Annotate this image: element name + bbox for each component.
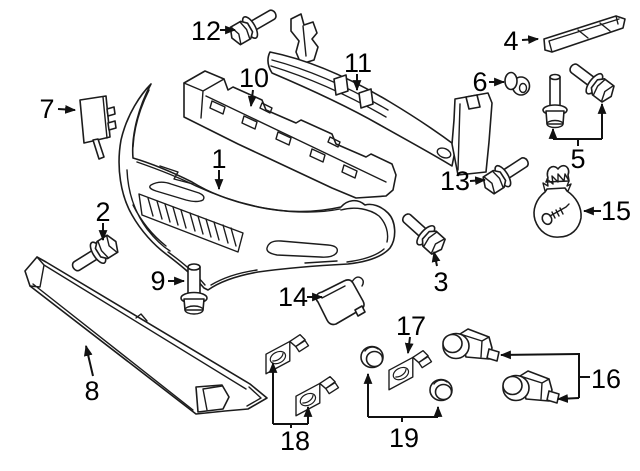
part-bumper-cover bbox=[118, 83, 396, 291]
part-sensor-1 bbox=[442, 328, 500, 362]
part-sensor-2 bbox=[502, 370, 560, 404]
part-hardware-bag bbox=[533, 164, 582, 238]
callout-17-label: 17 bbox=[396, 311, 426, 341]
callout-11: 11 bbox=[344, 48, 372, 92]
part-energy-absorber bbox=[183, 70, 397, 199]
callout-13-arrow bbox=[469, 176, 487, 186]
callout-11-label: 11 bbox=[344, 48, 372, 78]
callout-13-label: 13 bbox=[440, 166, 470, 196]
part-bolt-12 bbox=[225, 1, 282, 50]
callout-3-arrow bbox=[431, 250, 441, 267]
callout-15: 15 bbox=[582, 196, 631, 226]
part-lower-grille bbox=[24, 256, 268, 415]
callout-4-label: 4 bbox=[503, 26, 518, 56]
callout-14-label: 14 bbox=[278, 282, 308, 312]
callout-18: 18 bbox=[268, 361, 313, 456]
part-stud-screw bbox=[180, 263, 208, 315]
callout-5: 5 bbox=[548, 102, 607, 174]
callout-5-bracket bbox=[553, 138, 602, 146]
callout-10-label: 10 bbox=[239, 63, 269, 93]
callout-10-arrow bbox=[247, 89, 257, 108]
callout-13: 13 bbox=[440, 166, 487, 196]
callout-19: 19 bbox=[363, 372, 443, 453]
callout-9-label: 9 bbox=[150, 266, 165, 296]
callout-4-arrow bbox=[521, 35, 540, 45]
callout-18-bracket bbox=[273, 423, 308, 428]
callout-16-arrow-a bbox=[499, 350, 580, 360]
callout-8-label: 8 bbox=[84, 376, 99, 406]
callout-18-label: 18 bbox=[280, 426, 310, 456]
part-sight-shield bbox=[543, 15, 626, 53]
callout-15-label: 15 bbox=[601, 196, 631, 226]
part-rivet-nut bbox=[504, 71, 531, 96]
callout-2-label: 2 bbox=[95, 197, 110, 227]
callout-3-label: 3 bbox=[433, 267, 448, 297]
callout-19-bracket bbox=[368, 416, 438, 422]
callout-19-label: 19 bbox=[389, 423, 419, 453]
callout-7: 7 bbox=[39, 94, 77, 124]
callout-16-bracket bbox=[578, 353, 590, 398]
callout-6-label: 6 bbox=[472, 67, 487, 97]
callout-8-arrow bbox=[83, 344, 94, 377]
part-access-cover bbox=[79, 95, 117, 160]
callout-14: 14 bbox=[278, 282, 324, 312]
part-bracket-17 bbox=[388, 349, 433, 391]
callout-7-label: 7 bbox=[39, 94, 54, 124]
part-bolt-2 bbox=[66, 230, 124, 280]
part-grommet-1 bbox=[360, 345, 384, 369]
callout-7-arrow bbox=[57, 105, 77, 114]
callout-1: 1 bbox=[211, 144, 227, 191]
callout-16-label: 16 bbox=[591, 364, 621, 394]
callout-1-label: 1 bbox=[211, 144, 226, 174]
callout-12: 12 bbox=[191, 16, 237, 46]
part-bolt-3 bbox=[395, 206, 451, 260]
part-grommet-2 bbox=[429, 378, 453, 402]
callout-12-label: 12 bbox=[191, 16, 221, 46]
callout-8: 8 bbox=[83, 344, 100, 406]
callout-16-arrow-b bbox=[556, 394, 580, 403]
part-bracket-18b bbox=[295, 375, 340, 417]
callout-10: 10 bbox=[239, 63, 269, 108]
part-mount-stud bbox=[542, 73, 568, 129]
part-tow-hook-cover bbox=[315, 276, 366, 326]
callout-9: 9 bbox=[150, 266, 186, 296]
callout-5-label: 5 bbox=[570, 144, 585, 174]
callout-2: 2 bbox=[95, 197, 111, 242]
part-bolt-5 bbox=[563, 55, 620, 107]
callout-17: 17 bbox=[396, 311, 426, 355]
callout-16: 16 bbox=[499, 350, 621, 403]
callout-4: 4 bbox=[503, 26, 540, 56]
callout-3: 3 bbox=[431, 250, 449, 297]
part-impact-bar bbox=[267, 13, 493, 176]
callout-6: 6 bbox=[472, 67, 506, 97]
callout-17-arrow bbox=[404, 336, 414, 355]
